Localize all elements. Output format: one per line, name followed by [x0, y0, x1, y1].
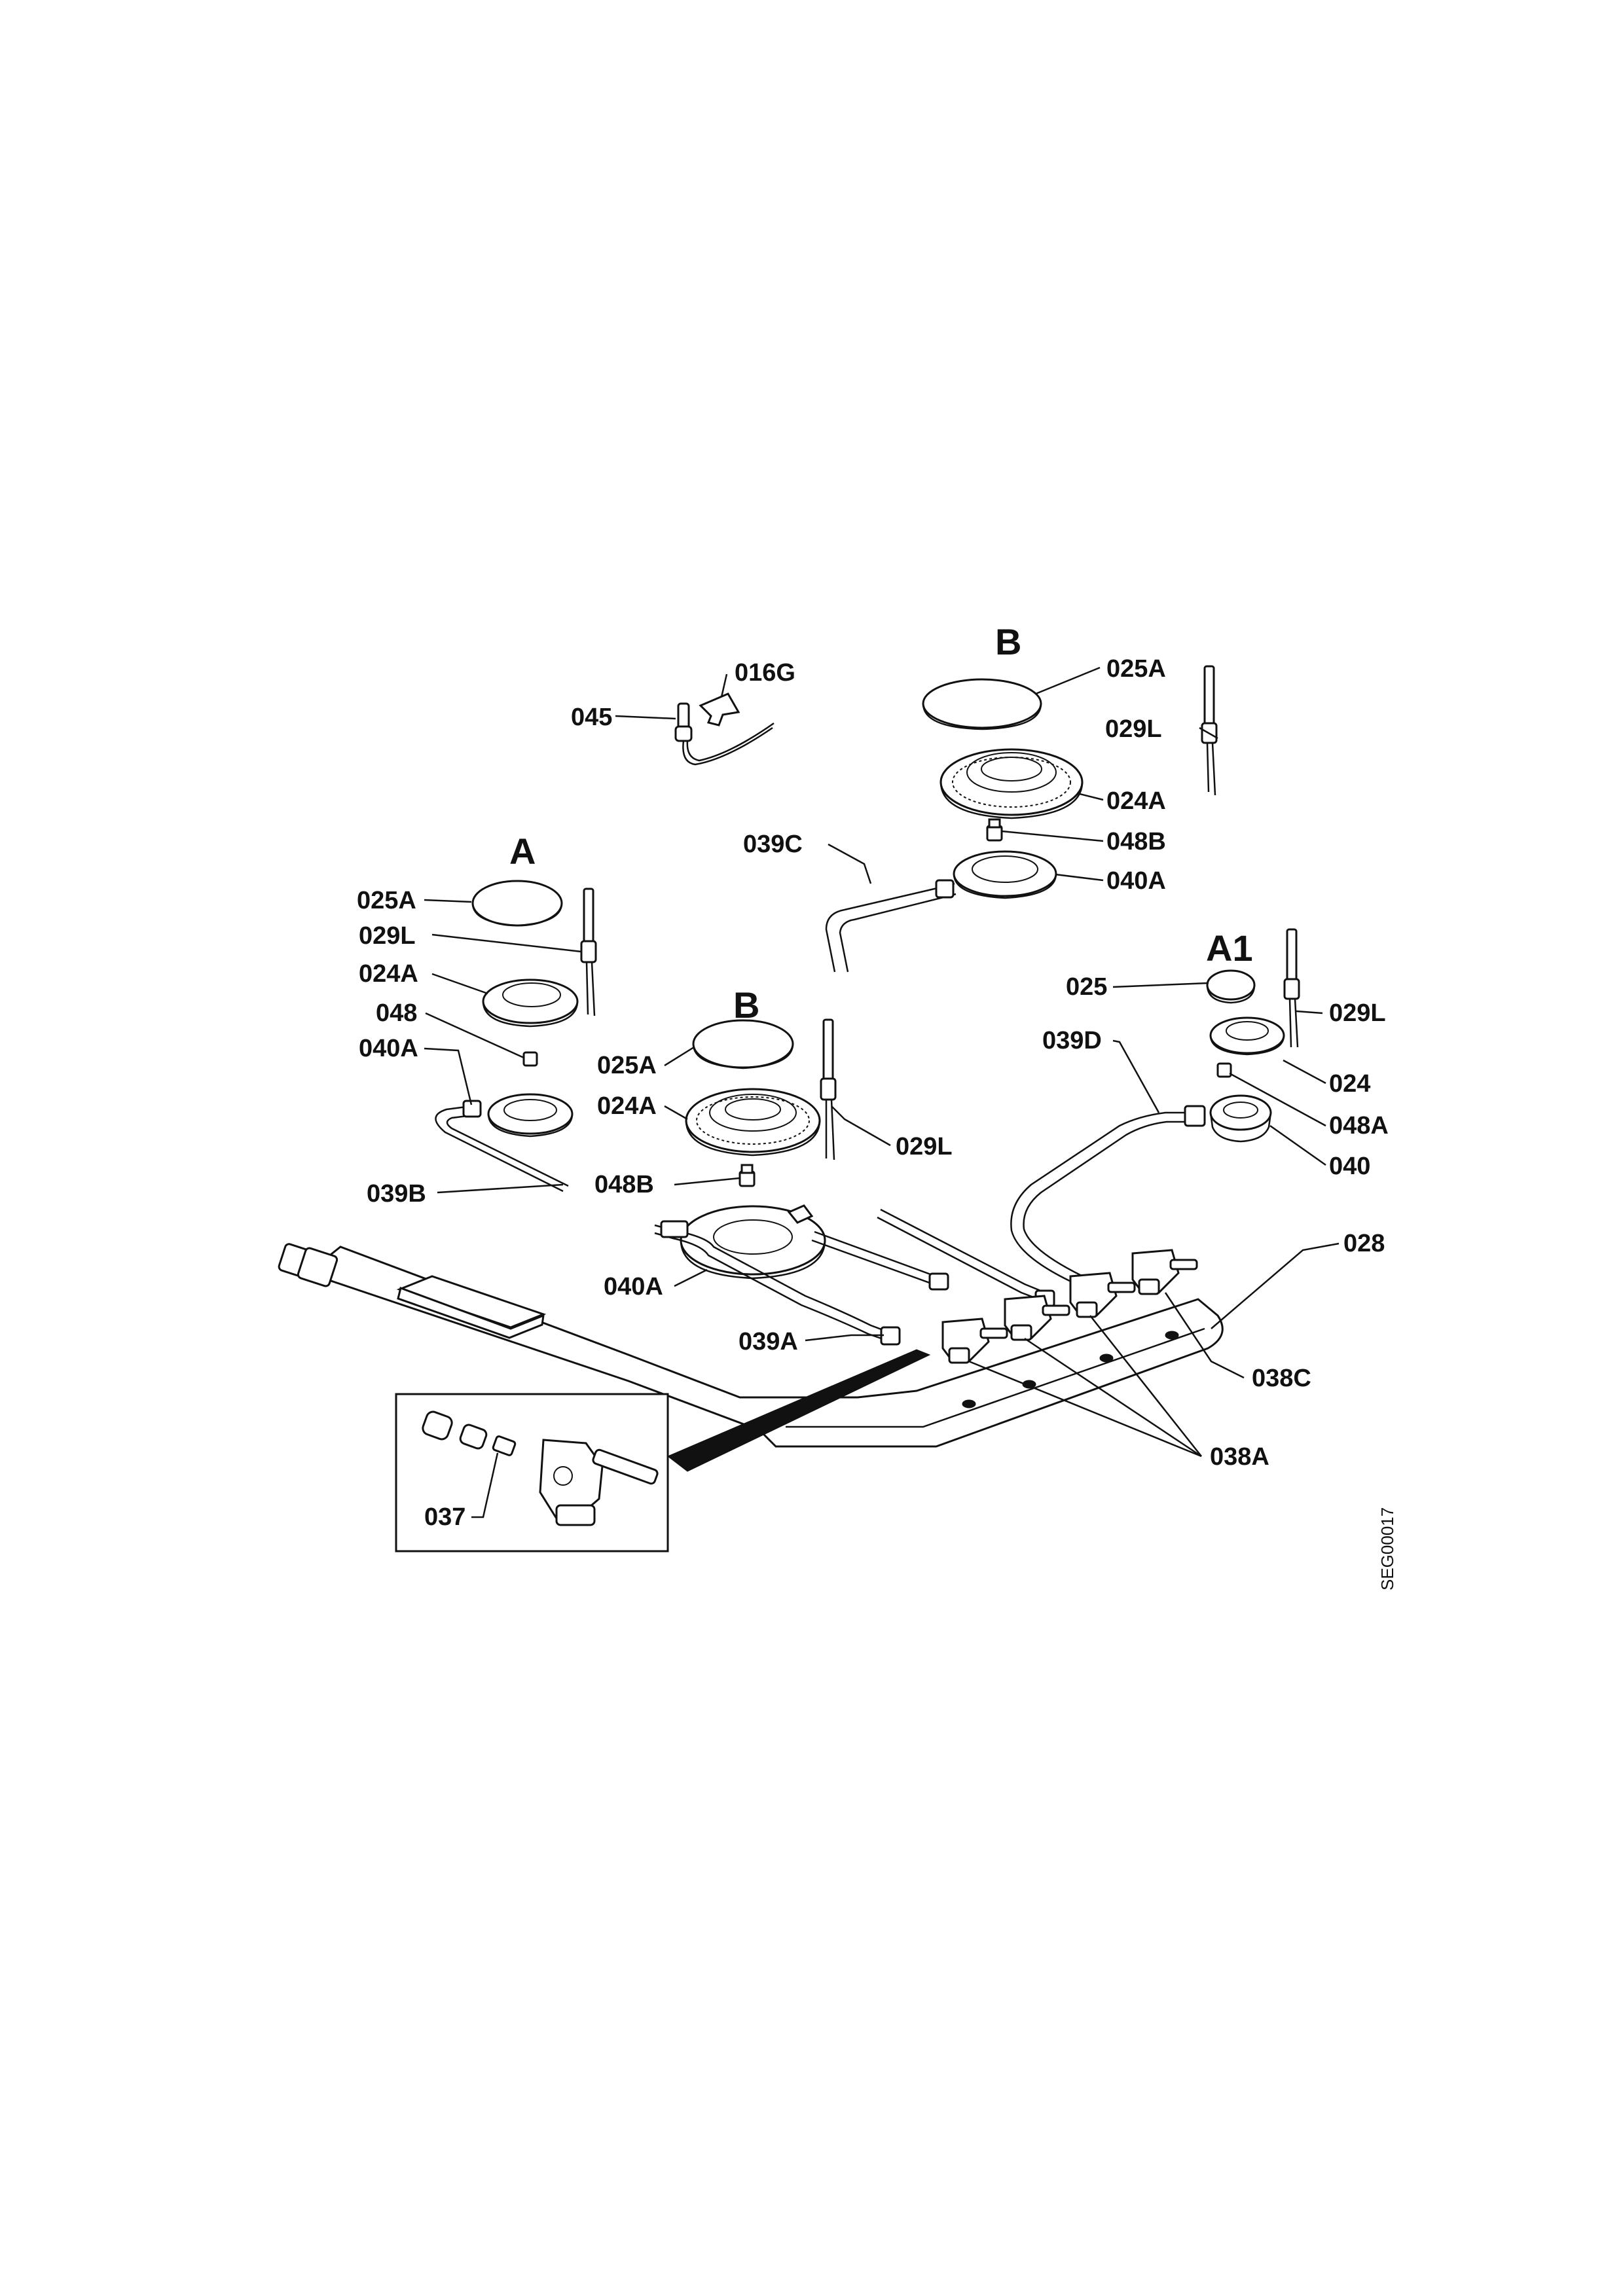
label-025a-a: 025A: [357, 887, 416, 914]
thermocouple-029l-a1: [1283, 928, 1300, 1048]
group-label-b-middle: B: [733, 984, 759, 1026]
gas-tap-038c: [1131, 1249, 1198, 1295]
gas-tap-038a-3: [1069, 1272, 1136, 1318]
ignition-electrode-045: [674, 702, 775, 766]
gas-pipe-039c: [825, 879, 957, 973]
gas-tap-038a-2: [1004, 1295, 1070, 1341]
label-045: 045: [571, 704, 612, 731]
injector-048: [522, 1051, 538, 1067]
label-048a: 048A: [1329, 1112, 1389, 1139]
thermocouple-029l-top: [1201, 665, 1218, 796]
burner-cap-a: [471, 880, 563, 927]
label-024a-top: 024A: [1106, 787, 1166, 815]
label-029l-middle: 029L: [896, 1133, 953, 1160]
retaining-clip-016g: [699, 692, 740, 726]
group-label-b-top: B: [995, 621, 1021, 662]
label-040: 040: [1329, 1153, 1370, 1180]
label-040a-middle: 040A: [604, 1273, 663, 1300]
label-048b-top: 048B: [1106, 828, 1166, 855]
leader-lines: [424, 666, 1340, 1518]
label-039a: 039A: [739, 1328, 798, 1355]
label-028: 028: [1343, 1230, 1385, 1257]
gas-tap-037: [422, 1410, 659, 1526]
injector-048b-middle: [739, 1164, 756, 1187]
label-039b: 039B: [367, 1180, 426, 1208]
label-029l-top: 029L: [1105, 715, 1162, 743]
label-039d: 039D: [1042, 1027, 1102, 1054]
label-038a: 038A: [1210, 1443, 1269, 1471]
label-048b-middle: 048B: [594, 1171, 654, 1198]
thermocouple-029l-a: [580, 888, 597, 1016]
group-label-a: A: [509, 831, 536, 872]
label-016g: 016G: [735, 659, 795, 687]
burner-crown-a1: [1209, 1016, 1285, 1056]
label-040a-a: 040A: [359, 1035, 418, 1062]
injector-048a: [1216, 1062, 1232, 1078]
inset-detail-box: [395, 1349, 931, 1552]
label-039c: 039C: [743, 831, 803, 858]
burner-base-a1: [1209, 1094, 1272, 1143]
burner-cap-b-top: [922, 678, 1042, 730]
label-024a-a: 024A: [359, 960, 418, 988]
burner-crown-b-middle: [685, 1088, 821, 1157]
gas-pipe-039a: [654, 1220, 901, 1346]
label-038c: 038C: [1252, 1365, 1311, 1392]
drawing-code: SEG00017: [1377, 1507, 1397, 1590]
label-025: 025: [1066, 973, 1107, 1001]
burner-crown-a: [482, 978, 579, 1028]
gas-pipe-short-center: [811, 1208, 1055, 1308]
label-025a-middle: 025A: [597, 1052, 657, 1079]
burner-cap-b-middle: [692, 1019, 794, 1069]
label-024a-middle: 024A: [597, 1092, 657, 1120]
burner-base-a: [487, 1093, 574, 1138]
burner-base-b-top: [953, 850, 1057, 899]
label-037: 037: [424, 1503, 465, 1531]
label-040a-top: 040A: [1106, 867, 1166, 895]
burner-crown-b-top: [939, 748, 1084, 819]
thermocouple-029l-middle: [820, 1018, 837, 1160]
label-048: 048: [376, 999, 417, 1027]
gas-manifold-028: [278, 1243, 1224, 1448]
label-029l-a1: 029L: [1329, 999, 1386, 1027]
label-029l-a: 029L: [359, 922, 416, 950]
gas-tap-038a-1: [941, 1318, 1008, 1364]
burner-cap-a1: [1206, 969, 1256, 1004]
group-label-a1: A1: [1206, 927, 1253, 969]
label-025a-top: 025A: [1106, 655, 1166, 683]
injector-048b-top: [986, 818, 1003, 842]
label-024: 024: [1329, 1070, 1370, 1098]
gas-pipe-039b: [435, 1100, 569, 1193]
